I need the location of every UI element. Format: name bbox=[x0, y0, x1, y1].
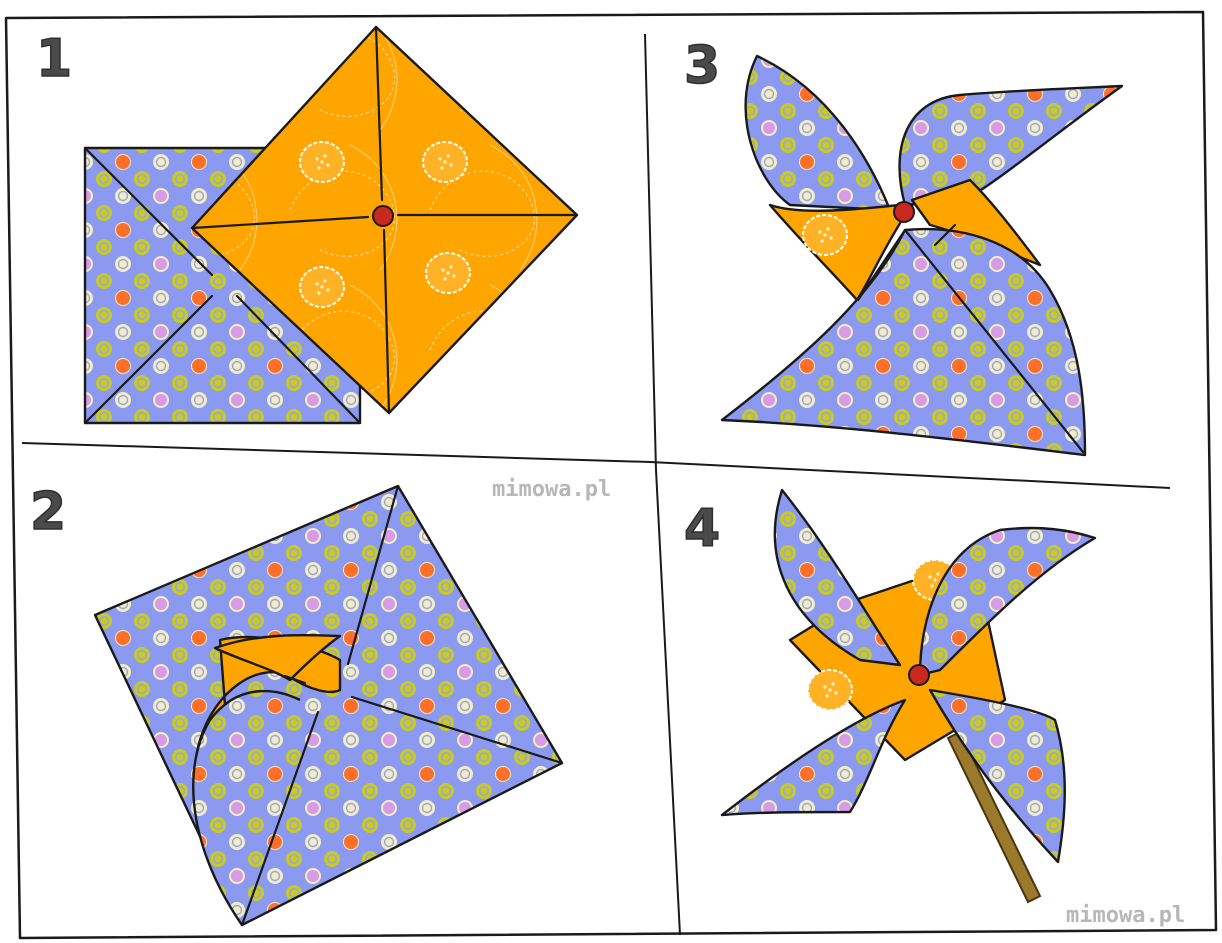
step-4-panel: 4 mimowa.pl bbox=[683, 488, 1185, 928]
orange-tip bbox=[213, 633, 342, 682]
pin-icon bbox=[372, 205, 394, 227]
step-3-panel: 3 bbox=[683, 35, 1124, 457]
fold-line bbox=[382, 228, 391, 415]
pinwheel-blade bbox=[744, 54, 892, 212]
fold-line bbox=[374, 25, 384, 202]
step-2-panel: 2 mimowa.pl bbox=[29, 477, 611, 927]
pinwheel-blade bbox=[720, 698, 907, 817]
watermark-bottom: mimowa.pl bbox=[1066, 903, 1185, 928]
fold-line bbox=[346, 484, 400, 666]
dot-icon bbox=[299, 141, 345, 183]
dot-icon bbox=[802, 214, 848, 256]
step-1-panel: 1 bbox=[35, 25, 579, 425]
pinwheel-blade bbox=[898, 84, 1124, 207]
vertical-divider bbox=[644, 33, 681, 936]
step-number-4: 4 bbox=[684, 499, 720, 559]
dot-icon bbox=[422, 141, 468, 183]
fold-line bbox=[83, 294, 214, 425]
fold-line bbox=[350, 695, 564, 765]
watermark-top: mimowa.pl bbox=[492, 477, 611, 502]
fold-line bbox=[83, 146, 214, 277]
pin-icon bbox=[908, 664, 930, 686]
fold-line bbox=[903, 228, 1085, 454]
pinwheel-blade bbox=[928, 688, 1066, 864]
dot-icon bbox=[299, 266, 345, 308]
dot-icon bbox=[425, 252, 471, 294]
horizontal-divider bbox=[21, 442, 1171, 489]
step-number-1: 1 bbox=[36, 29, 72, 89]
pin-icon bbox=[893, 201, 915, 223]
fold-line bbox=[240, 710, 320, 927]
fold-line bbox=[283, 674, 307, 685]
pinwheel-blade bbox=[773, 488, 902, 667]
dot-icon bbox=[807, 669, 853, 711]
blue-square-paper bbox=[93, 484, 564, 927]
folded-blue-flap bbox=[192, 689, 301, 926]
fold-line bbox=[190, 215, 370, 230]
pinwheel-blade bbox=[720, 227, 1087, 457]
step-number-3: 3 bbox=[684, 36, 720, 96]
fold-line bbox=[933, 223, 957, 247]
fold-line bbox=[235, 294, 362, 425]
outer-frame bbox=[4, 10, 1218, 940]
pinwheel-blade bbox=[918, 526, 1097, 677]
fold-line bbox=[856, 228, 907, 302]
step-number-2: 2 bbox=[30, 482, 66, 542]
